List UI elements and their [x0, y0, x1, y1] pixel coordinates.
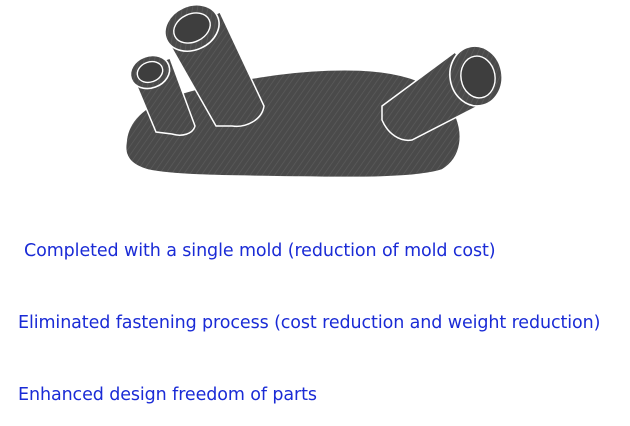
pipe-small [129, 54, 196, 136]
benefit-eliminated-fastening: Eliminated fastening process (cost reduc… [18, 313, 601, 333]
pipe-right [381, 45, 503, 142]
benefit-design-freedom: Enhanced design freedom of parts [18, 385, 317, 405]
benefit-single-mold: Completed with a single mold (reduction … [24, 241, 496, 261]
molded-part-with-pipes-icon [124, 4, 503, 179]
pipe-tall [164, 4, 265, 128]
